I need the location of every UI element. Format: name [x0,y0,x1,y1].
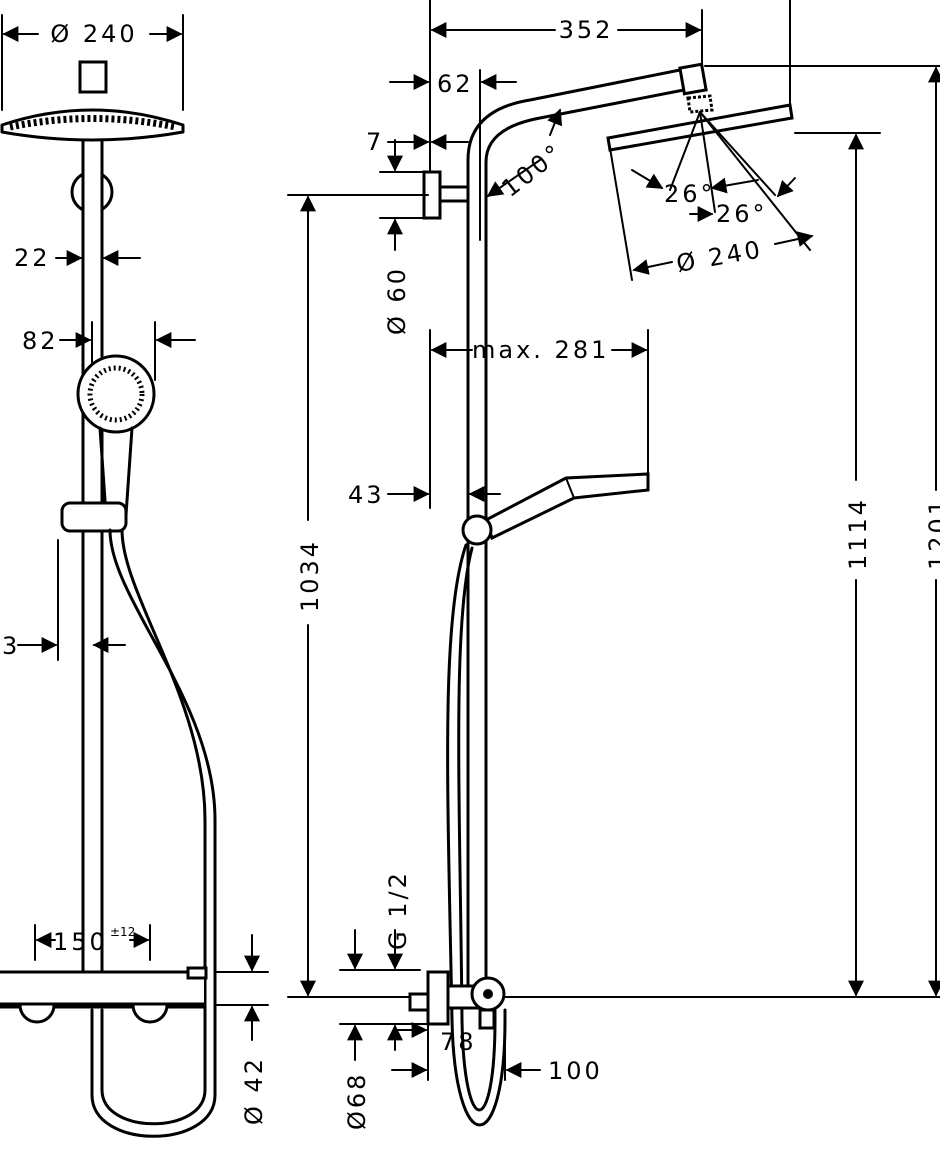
front-connection-spacing-label: 150 [53,928,108,956]
front-handshower-width-label: 82 [22,327,59,355]
side-rail-height-label: 1034 [296,539,324,612]
front-thermostat-mixer [0,966,208,1024]
side-head-height-label: 1114 [844,497,872,570]
side-handshower-reach-label: max. 281 [472,336,609,364]
front-head-diameter-label: Ø 240 [50,20,137,48]
dim-side-head-diameter: Ø 240 [632,231,814,278]
side-arm-angle-label: 100° [496,138,568,203]
side-arm-length-label: 352 [559,16,614,44]
dim-side-mixer-depth: 78 [397,1022,477,1081]
side-hand-shower [461,472,650,546]
front-hand-shower [60,354,156,533]
front-shower-hose [90,528,217,1138]
side-bracket-diameter-label: Ø 60 [383,266,411,335]
dim-side-spray-angles: 26° 26° [631,169,796,228]
dim-side-bracket-offset: 7 [366,128,469,156]
dim-front-head-diameter: Ø 240 [1,14,184,111]
side-overhead-shower [606,94,811,281]
side-spray-angle-left-label: 26° [664,180,716,208]
dim-side-mixer-projection: 100 [391,1029,603,1085]
dim-side-thread: G 1/2 [339,870,421,971]
side-wall-bracket [422,170,470,220]
side-handshower-offset-label: 43 [348,481,385,509]
front-connection-tolerance-label: ±12 [110,925,135,939]
dim-side-escutcheon-diameter: Ø68 [339,1023,427,1130]
side-view: 352 62 7 Ø 60 [287,0,940,1130]
side-arm-offset-label: 62 [437,70,474,98]
front-view: Ø 240 22 82 [0,14,269,1138]
dim-side-total-height: 1201 [704,65,940,997]
dim-front-handshower-width: 82 [22,321,196,381]
dim-front-connection-spacing: 150 ±12 [34,924,151,961]
front-rail-diameter-label: 22 [14,244,51,272]
dim-side-handshower-offset: 43 [348,481,501,509]
side-escutcheon-diameter-label: Ø68 [343,1072,371,1130]
side-total-height-label: 1201 [924,497,940,570]
side-shower-rail [466,62,708,992]
side-thermostat-mixer [408,970,506,1030]
side-head-diameter-label: Ø 240 [674,235,765,278]
dim-side-arm-offset: 62 [389,69,517,241]
front-hose-offset-label: 3 [2,632,20,660]
dim-side-arm-length: 352 [429,0,791,186]
side-thread-label: G 1/2 [384,870,412,950]
dim-side-rail-height: 1034 [287,194,429,998]
side-mixer-depth-label: 78 [440,1028,477,1056]
front-thermostat-height-label: Ø 42 [240,1056,268,1125]
dim-front-rail-diameter: 22 [14,244,141,272]
front-overhead-shower [0,60,185,142]
dim-side-arm-angle: 100° [486,108,569,203]
dim-side-head-height: 1114 [499,132,940,998]
side-bracket-offset-label: 7 [366,128,384,156]
dim-side-bracket-diameter: Ø 60 [379,139,429,335]
side-mixer-projection-label: 100 [548,1057,603,1085]
dim-front-hose-offset: 3 [2,539,126,661]
dim-front-thermostat-height: Ø 42 [214,934,269,1125]
dim-side-handshower-reach: max. 281 [429,329,649,509]
side-spray-angle-right-label: 26° [716,200,768,228]
front-shower-rail [70,138,114,974]
